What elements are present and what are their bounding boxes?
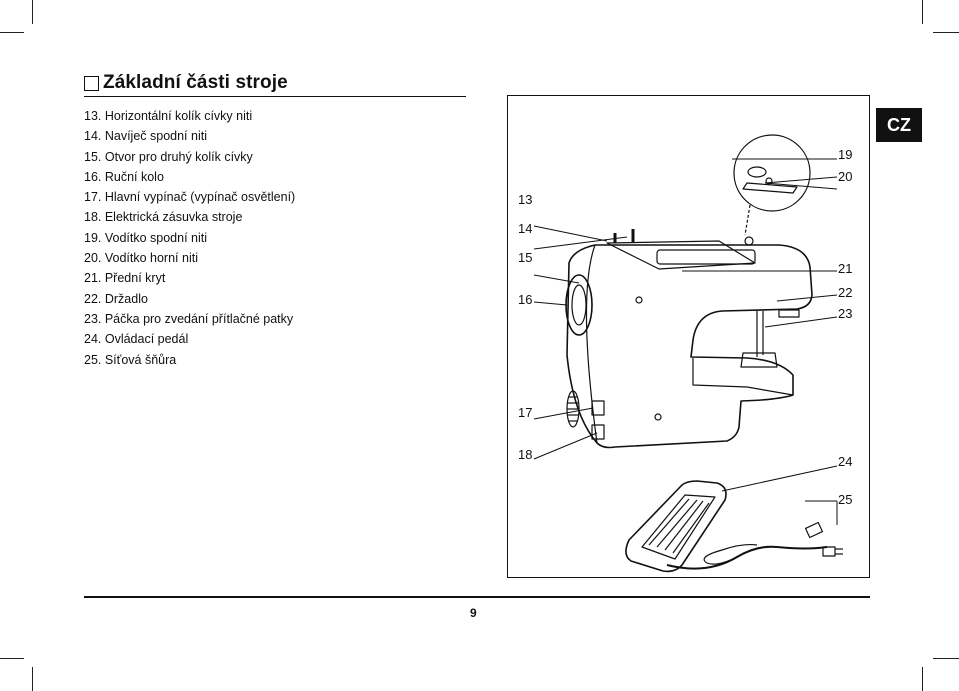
section-heading: Základní části stroje (84, 70, 466, 97)
crop-mark-top-left-h (0, 32, 24, 33)
crop-mark-bottom-left-v (32, 667, 33, 691)
callout-20: 20 (838, 169, 852, 184)
callout-23: 23 (838, 306, 852, 321)
crop-mark-top-right-v (922, 0, 923, 24)
list-item: 23. Páčka pro zvedání přítlačné patky (84, 311, 294, 326)
list-item: 21. Přední kryt (84, 271, 166, 286)
list-item: 15. Otvor pro druhý kolík cívky (84, 149, 253, 164)
footer-divider (84, 596, 870, 598)
callout-24: 24 (838, 454, 852, 469)
power-cord-drawing (666, 545, 828, 570)
callout-18: 18 (518, 447, 532, 462)
callout-13: 13 (518, 192, 532, 207)
checkbox-icon (84, 76, 99, 91)
list-item: 25. Síťová šňůra (84, 352, 177, 367)
list-item: 20. Vodítko horní niti (84, 251, 198, 266)
callout-21: 21 (838, 261, 852, 276)
list-item: 16. Ruční kolo (84, 169, 164, 184)
crop-mark-top-right-h (933, 32, 959, 33)
foot-pedal-drawing (625, 480, 727, 573)
list-item: 17. Hlavní vypínač (vypínač osvětlení) (84, 190, 296, 205)
parts-list: 13. Horizontální kolík cívky niti 14. Na… (84, 106, 295, 370)
callout-16: 16 (518, 292, 532, 307)
list-item: 14. Navíječ spodní niti (84, 129, 207, 144)
diagram-frame (507, 95, 870, 578)
handle-drawing (656, 249, 756, 265)
socket-drawing (591, 424, 605, 440)
list-item: 19. Vodítko spodní niti (84, 230, 208, 245)
hand-wheel-drawing (565, 274, 593, 336)
list-item: 24. Ovládací pedál (84, 332, 189, 347)
sewing-machine-diagram: 13 14 15 16 17 18 19 20 21 22 23 24 25 (518, 134, 852, 573)
language-badge: CZ (876, 108, 922, 142)
list-item: 22. Držadlo (84, 291, 148, 306)
crop-mark-bottom-right-v (922, 667, 923, 691)
machine-body-drawing (566, 244, 813, 449)
crop-mark-bottom-left-h (0, 658, 24, 659)
callout-17: 17 (518, 405, 532, 420)
callout-22: 22 (838, 285, 852, 300)
callout-19: 19 (838, 147, 852, 162)
list-item: 18. Elektrická zásuvka stroje (84, 210, 243, 225)
callout-14: 14 (518, 221, 532, 236)
list-item: 13. Horizontální kolík cívky niti (84, 109, 253, 123)
thread-guide-detail (733, 134, 811, 212)
callout-25: 25 (838, 492, 852, 507)
page-title: Základní části stroje (103, 72, 288, 93)
crop-mark-top-left-v (32, 0, 33, 24)
crop-mark-bottom-right-h (933, 658, 959, 659)
page-number: 9 (470, 606, 477, 620)
callout-15: 15 (518, 250, 532, 265)
